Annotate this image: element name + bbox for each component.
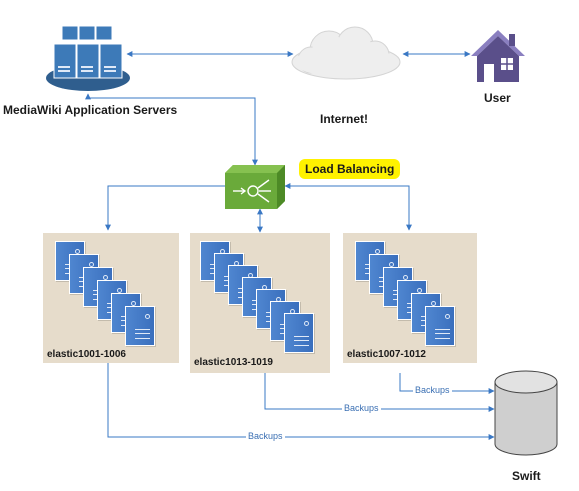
connector-backup-cluster1 — [107, 363, 495, 440]
backups-label: Backups — [413, 385, 452, 395]
server-icon — [425, 306, 455, 346]
connector-backup-cluster2 — [264, 373, 495, 412]
user-label: User — [484, 91, 511, 105]
cloud-icon — [287, 24, 405, 82]
connector-backup-cluster3 — [399, 373, 495, 394]
server-icon — [284, 313, 314, 353]
cluster-label: elastic1013-1019 — [194, 357, 273, 368]
backups-label: Backups — [342, 403, 381, 413]
load-balancing-label: Load Balancing — [299, 159, 401, 179]
load-balancer-icon — [225, 165, 285, 209]
connector-lb-cluster1 — [105, 185, 225, 231]
app-servers-label: MediaWiki Application Servers — [3, 103, 178, 117]
backups-label: Backups — [246, 431, 285, 441]
cluster-elastic1007-1012: elastic1007-1012 — [343, 233, 477, 363]
cluster-elastic1013-1019: elastic1013-1019 — [190, 233, 330, 373]
cluster-label: elastic1001-1006 — [47, 349, 126, 360]
storage-cylinder-icon — [493, 370, 559, 456]
house-icon — [469, 28, 527, 84]
cluster-label: elastic1007-1012 — [347, 349, 426, 360]
cluster-elastic1001-1006: elastic1001-1006 — [43, 233, 179, 363]
server-icon — [125, 306, 155, 346]
swift-label: Swift — [512, 469, 541, 483]
connector-appservers-loadbalancer — [85, 93, 258, 166]
app-servers-icon — [44, 20, 132, 94]
internet-label: Internet! — [320, 112, 368, 126]
connector-lb-cluster3 — [284, 183, 412, 231]
